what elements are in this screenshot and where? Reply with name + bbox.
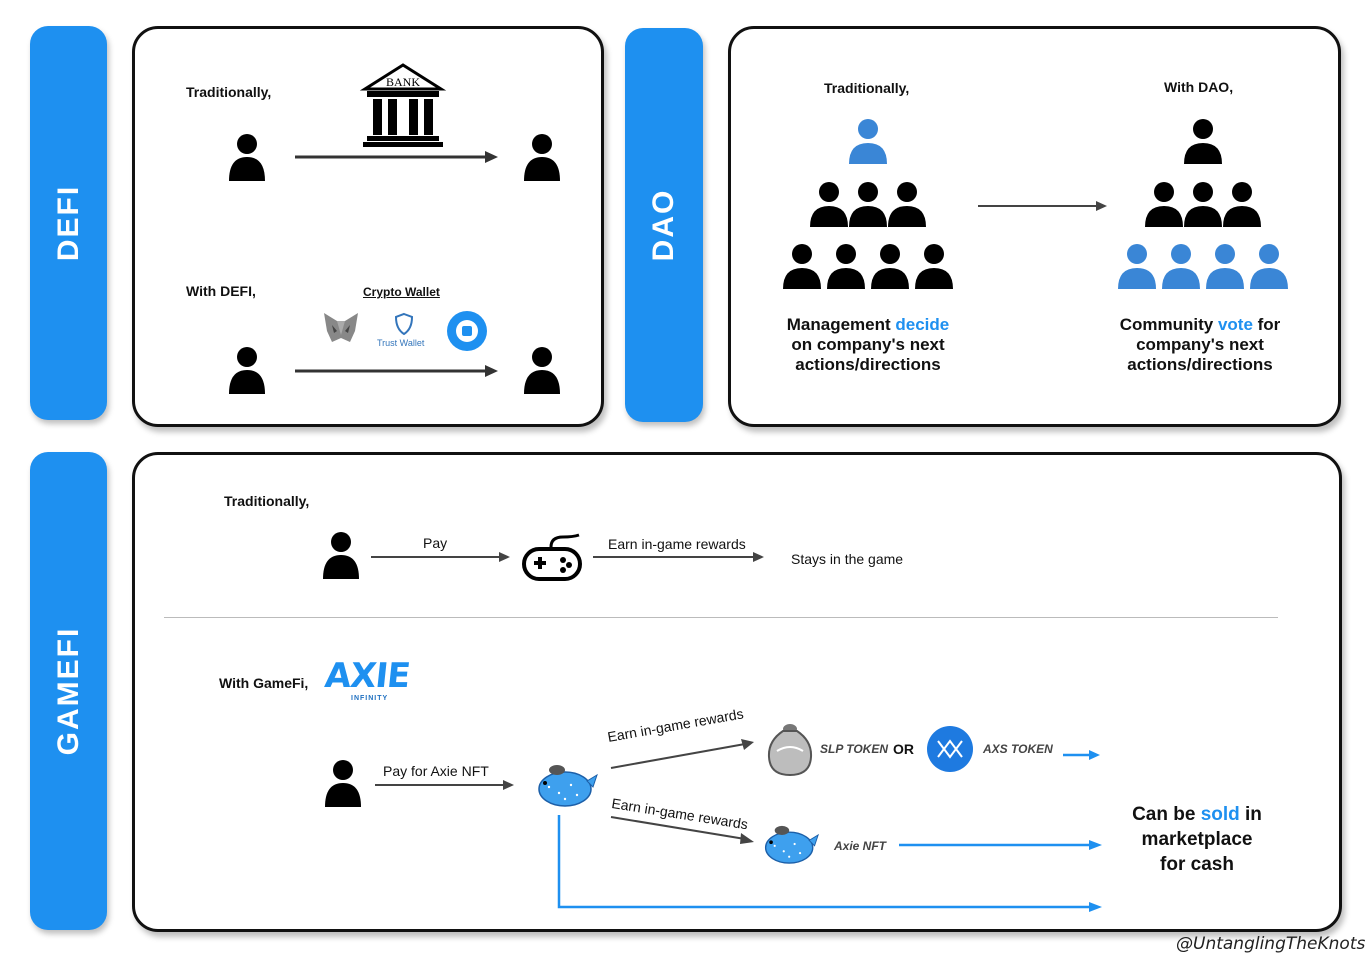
person-icon: [524, 347, 560, 394]
gamefi-panel: Traditionally, Pay Earn in-game rewards …: [132, 452, 1342, 932]
caption-text: Can be: [1132, 804, 1201, 825]
gamefi-side-tab: GAMEFI: [30, 452, 107, 930]
defi-traditionally-label: Traditionally,: [186, 84, 272, 100]
person-icon: [524, 134, 560, 181]
gamefi-with-label: With GameFi,: [219, 675, 309, 691]
arrow-wallet: [295, 365, 498, 377]
defi-side-label: DEFI: [51, 184, 85, 262]
caption-highlight-vote: vote: [1217, 315, 1253, 334]
dao-transition-arrow: [978, 201, 1107, 211]
caption-text: actions/directions: [795, 355, 941, 374]
dao-traditionally-label: Traditionally,: [824, 80, 910, 96]
dao-side-tab: DAO: [625, 28, 703, 422]
arrow-token-to-market: [1063, 750, 1100, 760]
axs-token-icon: [927, 726, 973, 772]
community-hierarchy: [1118, 119, 1288, 289]
trust-wallet-shield-icon: [394, 312, 414, 336]
trust-wallet-label: Trust Wallet: [377, 338, 425, 348]
axie-nft-creature-icon: [764, 825, 820, 864]
person-icon: [323, 532, 359, 579]
game-controller-icon: [522, 533, 582, 581]
defi-panel: Traditionally, BANK With DEFI, Crypto Wa…: [132, 26, 604, 427]
marketplace-caption: Can be sold in marketplace for cash: [1115, 802, 1279, 877]
arrow-bank: [295, 151, 498, 163]
arrow-pay: [371, 552, 510, 562]
defi-side-tab: DEFI: [30, 26, 107, 420]
arrow-nft-to-market: [899, 840, 1102, 850]
gamefi-traditionally-label: Traditionally,: [224, 493, 310, 509]
arrow-earn-bottom: [610, 816, 754, 844]
axie-nft-label: Axie NFT: [834, 839, 887, 853]
arrow-earn-top: [610, 739, 754, 769]
pay-for-nft-label: Pay for Axie NFT: [383, 763, 489, 779]
dao-panel: Traditionally, With DAO,: [728, 26, 1341, 427]
management-caption: Management decide on company's next acti…: [771, 315, 965, 375]
caption-text: on company's next: [791, 335, 945, 354]
person-icon: [229, 134, 265, 181]
caption-text: for cash: [1160, 854, 1234, 875]
or-label: OR: [893, 741, 914, 757]
person-icon: [229, 347, 265, 394]
gamefi-divider: [164, 617, 1278, 618]
arrow-creature-to-market: [557, 815, 1102, 912]
coinbase-wallet-icon: [447, 311, 487, 351]
caption-highlight-sold: sold: [1200, 804, 1240, 825]
caption-text: in: [1239, 804, 1262, 825]
metamask-fox-icon: [324, 313, 358, 342]
pay-label: Pay: [423, 535, 448, 551]
dao-with-label: With DAO,: [1164, 79, 1234, 95]
management-hierarchy: [783, 119, 953, 289]
caption-text: for: [1252, 315, 1281, 334]
axie-infinity-logo: AXIE INFINITY: [322, 656, 421, 704]
axs-token-label: AXS TOKEN: [983, 742, 1053, 756]
bank-icon: BANK: [359, 63, 447, 147]
caption-text: Management: [786, 315, 896, 334]
caption-text: Community: [1119, 315, 1218, 334]
slp-token-label: SLP TOKEN: [820, 742, 889, 756]
earn-rewards-label: Earn in-game rewards: [608, 536, 746, 552]
axie-logo-subtext: INFINITY: [351, 695, 389, 702]
axie-logo-text: AXIE: [322, 656, 412, 696]
caption-highlight-decide: decide: [895, 315, 950, 334]
arrow-pay-nft: [375, 780, 514, 790]
watermark: @UntanglingTheKnots: [1176, 934, 1366, 954]
defi-with-label: With DEFI,: [186, 283, 256, 299]
caption-text: actions/directions: [1127, 355, 1273, 374]
community-caption: Community vote for company's next action…: [1103, 315, 1297, 375]
person-icon: [325, 760, 361, 807]
stays-in-game-label: Stays in the game: [791, 551, 904, 567]
slp-token-icon: [767, 724, 813, 777]
arrow-earn: [593, 552, 764, 562]
bank-icon-label: BANK: [386, 75, 420, 89]
dao-side-label: DAO: [647, 188, 680, 262]
crypto-wallet-title: Crypto Wallet: [363, 285, 440, 299]
axie-creature-icon: [538, 765, 598, 807]
caption-text: marketplace: [1141, 829, 1253, 850]
gamefi-side-label: GAMEFI: [51, 626, 85, 756]
caption-text: company's next: [1136, 335, 1264, 354]
